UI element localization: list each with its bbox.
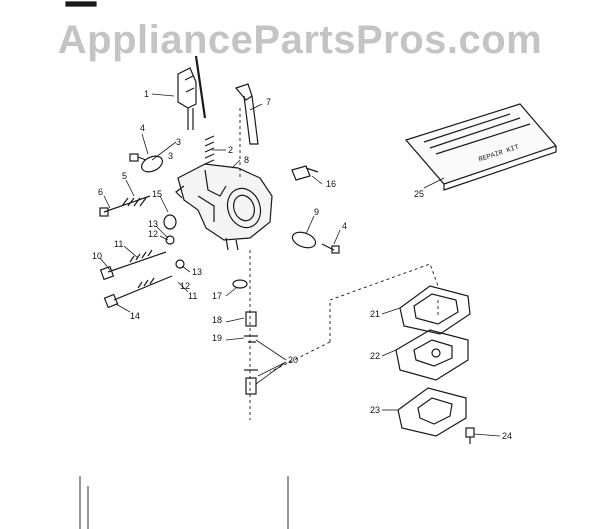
part-14-needle bbox=[103, 275, 173, 309]
part-16-fitting bbox=[291, 165, 319, 181]
callout-12: 12 bbox=[148, 229, 159, 239]
page-edge-lines bbox=[79, 476, 289, 529]
part-17-oring bbox=[232, 279, 248, 289]
callout-6: 6 bbox=[98, 187, 104, 197]
callout-4b: 4 bbox=[342, 221, 348, 231]
part-15-washer bbox=[163, 214, 177, 230]
callout-13b: 13 bbox=[192, 267, 203, 277]
callout-3b: 3 bbox=[168, 151, 174, 161]
callout-3: 3 bbox=[176, 137, 182, 147]
part-25-kit-box bbox=[404, 103, 558, 191]
part-2-spring bbox=[204, 135, 215, 165]
part-18-jet bbox=[244, 311, 258, 343]
callout-25: 25 bbox=[414, 189, 425, 199]
assembly-lines bbox=[239, 108, 439, 420]
part-24-screw bbox=[465, 427, 475, 444]
part-7-lever bbox=[234, 83, 259, 145]
part-4-screw-right bbox=[321, 243, 340, 254]
callout-16: 16 bbox=[326, 179, 337, 189]
callout-24: 24 bbox=[502, 431, 513, 441]
leader-lines bbox=[99, 93, 501, 437]
callout-22: 22 bbox=[370, 351, 381, 361]
callout-20: 20 bbox=[288, 355, 299, 365]
corner-mark bbox=[65, 1, 97, 7]
callout-17: 17 bbox=[212, 291, 223, 301]
callout-23: 23 bbox=[370, 405, 381, 415]
callout-5: 5 bbox=[122, 171, 128, 181]
carburetor-body bbox=[175, 163, 273, 251]
callout-10: 10 bbox=[92, 251, 103, 261]
part-23-gasket bbox=[397, 387, 467, 437]
callout-15: 15 bbox=[152, 189, 163, 199]
callout-8: 8 bbox=[244, 155, 250, 165]
part-22-diaphragm bbox=[395, 329, 469, 381]
callout-13: 13 bbox=[148, 219, 159, 229]
callout-11: 11 bbox=[114, 239, 124, 249]
callout-14: 14 bbox=[130, 311, 141, 321]
part-5-spring bbox=[99, 195, 151, 217]
callout-7: 7 bbox=[266, 97, 272, 107]
callout-9: 9 bbox=[314, 207, 320, 217]
part-20-jet bbox=[244, 369, 258, 395]
callout-19: 19 bbox=[212, 333, 223, 343]
callout-18: 18 bbox=[212, 315, 223, 325]
callout-1: 1 bbox=[144, 89, 150, 99]
part-10-needle bbox=[99, 249, 167, 281]
part-3-plate bbox=[141, 155, 163, 173]
callout-11b: 11 bbox=[188, 291, 198, 301]
callout-21: 21 bbox=[370, 309, 381, 319]
part-4-screw bbox=[129, 153, 147, 162]
part-13-washer bbox=[175, 259, 185, 269]
callout-4: 4 bbox=[140, 123, 146, 133]
part-21-gasket bbox=[399, 285, 471, 335]
part-9-plate bbox=[291, 231, 317, 249]
part-12-washer bbox=[165, 235, 175, 245]
callout-12b: 12 bbox=[180, 281, 191, 291]
callout-2: 2 bbox=[228, 145, 234, 155]
watermark: AppliancePartsPros.com bbox=[57, 18, 543, 62]
part-1-bracket bbox=[177, 55, 207, 130]
